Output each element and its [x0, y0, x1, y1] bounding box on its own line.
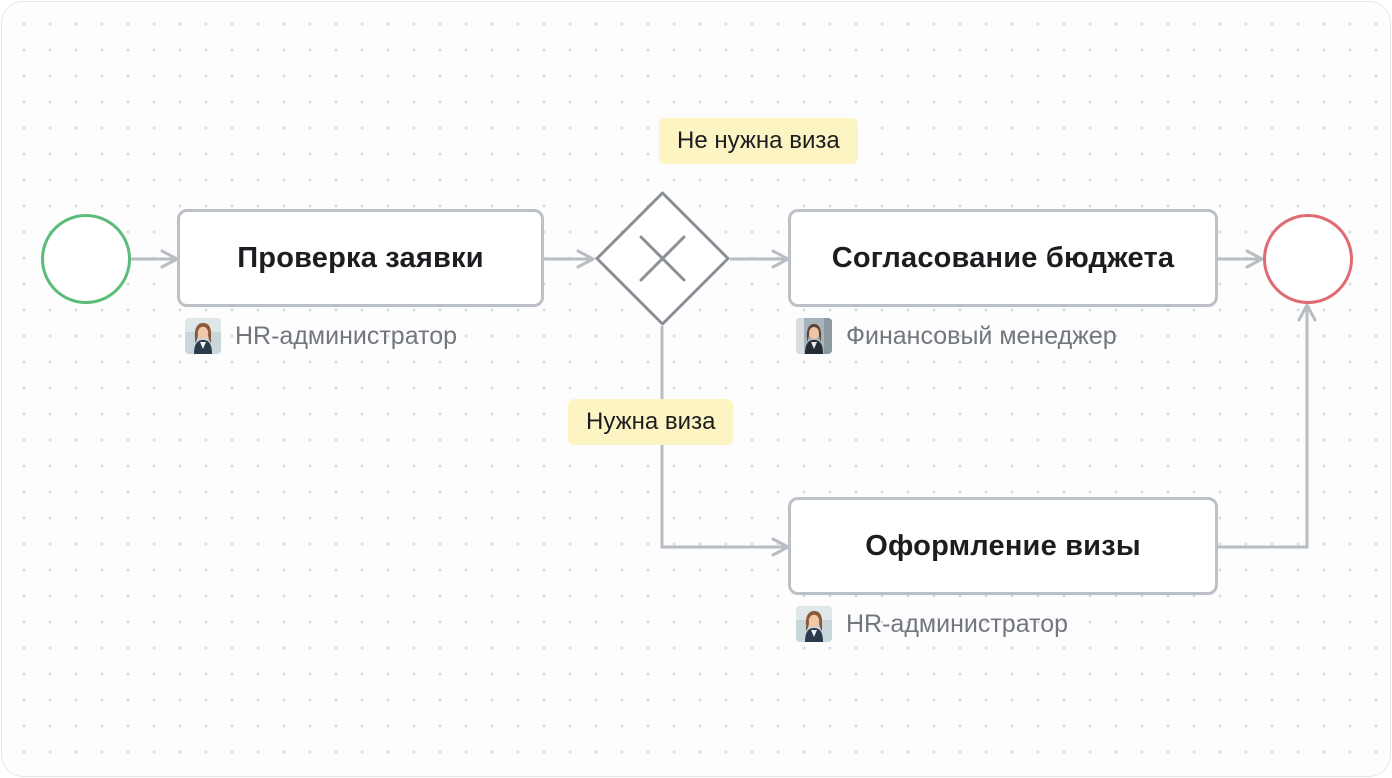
start-event[interactable] [41, 214, 131, 304]
avatar [185, 318, 221, 354]
avatar [796, 606, 832, 642]
exclusive-gateway[interactable] [595, 191, 730, 326]
task-review-application[interactable]: Проверка заявки [177, 209, 544, 307]
assignee-review: HR-администратор [185, 318, 457, 354]
task-visa-processing[interactable]: Оформление визы [788, 497, 1218, 595]
flow-visa-to-end[interactable] [1217, 303, 1317, 549]
assignee-name: HR-администратор [846, 609, 1069, 638]
assignee-budget: Финансовый менеджер [796, 318, 1117, 354]
task-budget-approval[interactable]: Согласование бюджета [788, 209, 1218, 307]
condition-label-no-visa[interactable]: Не нужна виза [659, 118, 858, 164]
assignee-visa: HR-администратор [796, 606, 1068, 642]
x-icon [639, 235, 686, 282]
avatar [796, 318, 832, 354]
assignee-name: HR-администратор [235, 321, 458, 350]
end-event[interactable] [1263, 214, 1353, 304]
assignee-name: Финансовый менеджер [846, 321, 1117, 350]
condition-label-visa-needed[interactable]: Нужна виза [568, 399, 734, 445]
task-label: Проверка заявки [237, 241, 484, 274]
task-label: Согласование бюджета [831, 241, 1175, 274]
task-label: Оформление визы [865, 529, 1141, 562]
